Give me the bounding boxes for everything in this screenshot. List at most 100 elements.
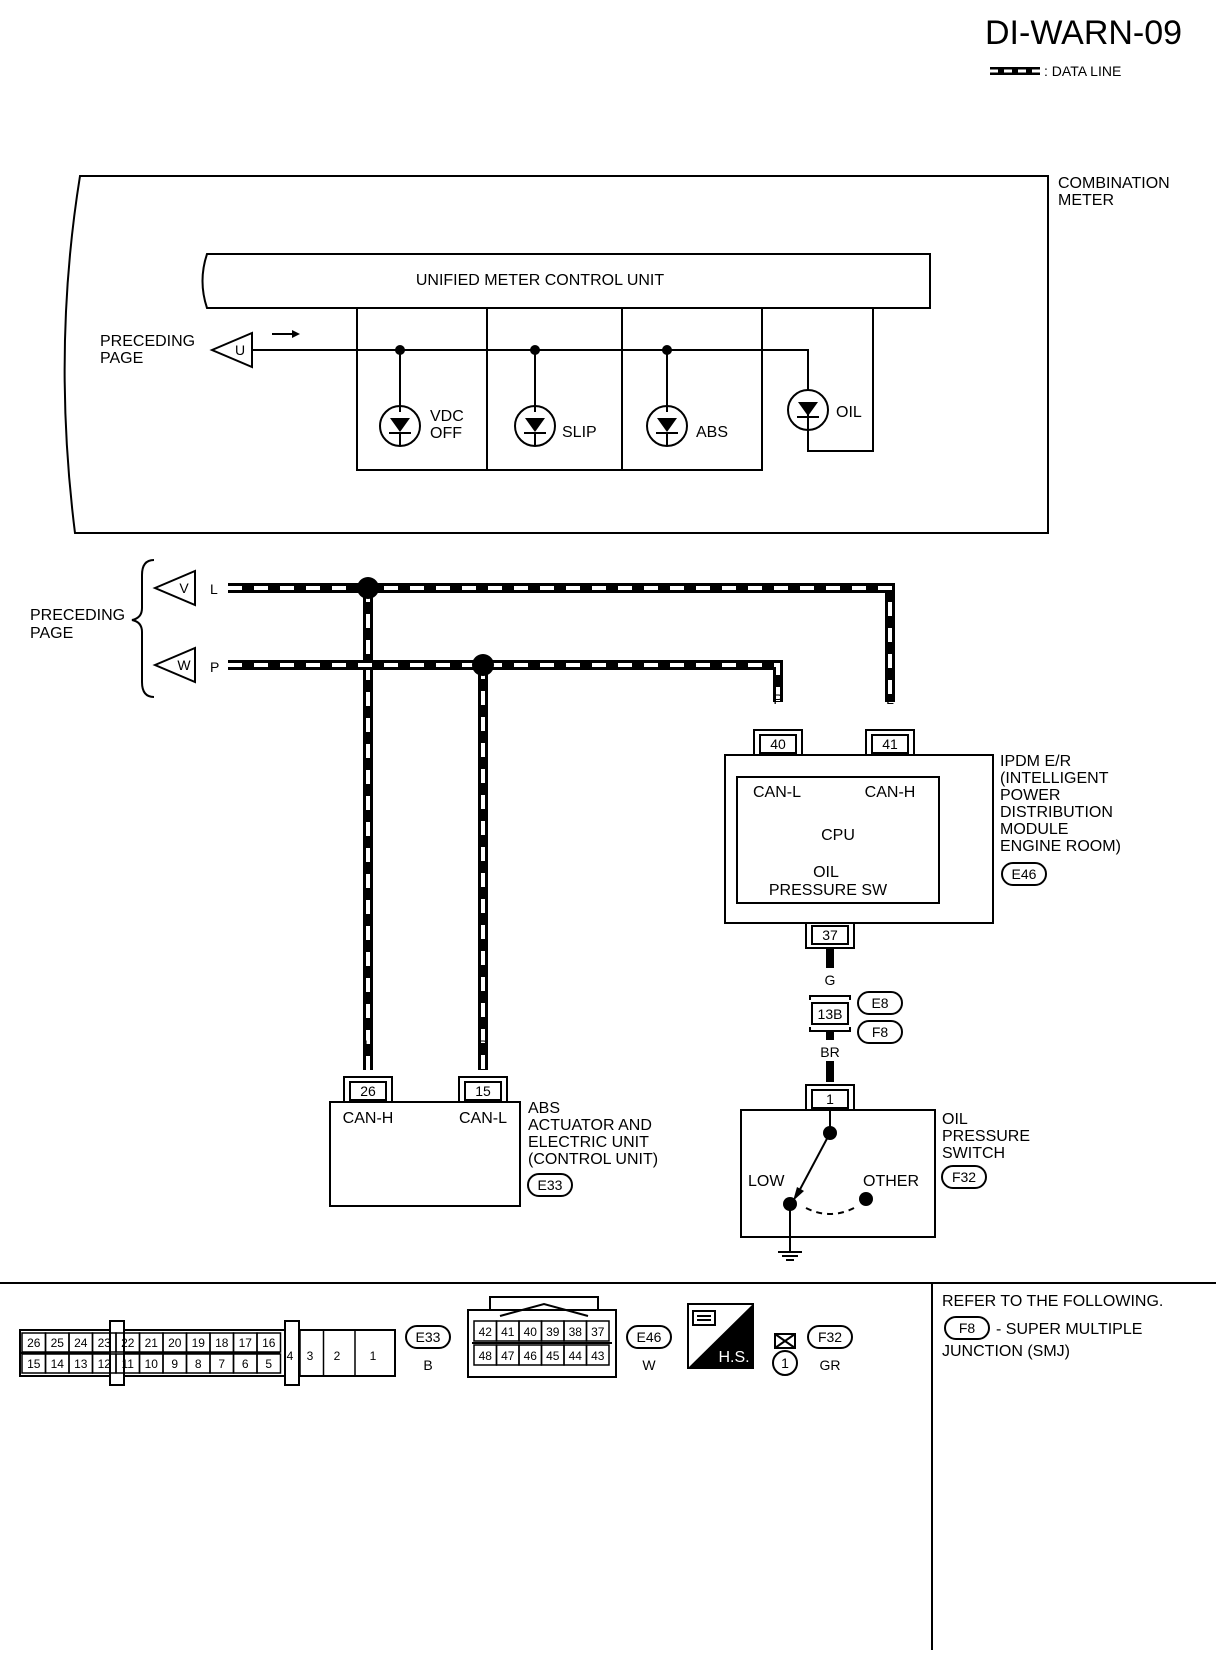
ipdm-pin-40-connector [753, 729, 803, 755]
vdc-off-lamp-icon [379, 405, 421, 447]
combination-meter-outline [63, 175, 1049, 534]
abs-wire-p-label: P [478, 1037, 487, 1053]
e33-pin-11: 11 [122, 1357, 135, 1371]
e33-pin-12: 12 [98, 1357, 112, 1371]
e33-pin-7: 7 [218, 1357, 225, 1371]
f32-pin: 1 [781, 1355, 789, 1371]
ipdm-connector-badge [1001, 862, 1047, 886]
oil-switch-pin-connector [805, 1084, 855, 1110]
junction-e8-label: E8 [871, 995, 888, 1011]
e33-name: E33 [416, 1329, 441, 1345]
svg-text:ELECTRIC UNIT: ELECTRIC UNIT [528, 1134, 649, 1151]
e33-pin-6: 6 [242, 1357, 249, 1371]
refer-connector-badge [944, 1316, 990, 1340]
oil-lamp-icon [787, 389, 829, 431]
f32-color: GR [820, 1357, 841, 1373]
junction-e8-badge [857, 991, 903, 1015]
svg-text:ACTUATOR AND: ACTUATOR AND [528, 1117, 652, 1134]
e33-pin-2: 2 [334, 1349, 341, 1363]
e33-pin-5: 5 [265, 1357, 272, 1371]
svg-text:(INTELLIGENT: (INTELLIGENT [1000, 770, 1109, 787]
oil-switch-connector-badge [941, 1165, 987, 1189]
oil-switch-connector-label: F32 [952, 1169, 976, 1185]
svg-text:ABS: ABS [528, 1100, 560, 1117]
can-wire-p-label: P [210, 659, 219, 675]
abs-connector-badge [527, 1173, 573, 1197]
ipdm-oil-label-2: PRESSURE SW [769, 882, 888, 899]
e46-pin-44: 44 [569, 1349, 583, 1363]
f32-name: F32 [818, 1329, 842, 1345]
ipdm-wire-l-label: L [886, 691, 894, 707]
svg-text:PRESSURE: PRESSURE [942, 1128, 1030, 1145]
can-wire-l-label: L [210, 581, 218, 597]
f32-connector-face [772, 1333, 798, 1376]
e46-pin-38: 38 [569, 1325, 583, 1339]
ipdm-oil-label-1: OIL [813, 864, 839, 881]
e33-pin-21: 21 [145, 1336, 159, 1350]
abs-can-h: CAN-H [343, 1110, 394, 1127]
e33-pin-8: 8 [195, 1357, 202, 1371]
ipdm-cpu-box [736, 776, 940, 904]
e33-color: B [423, 1357, 432, 1373]
f32-badge [807, 1325, 853, 1349]
refer-line-3: JUNCTION (SMJ) [942, 1343, 1070, 1360]
e46-name: E46 [637, 1329, 662, 1345]
ipdm-pin-41: 41 [882, 736, 898, 752]
e46-pin-cell [585, 1344, 610, 1366]
vdc-off-label-2: OFF [430, 425, 462, 442]
svg-text:DISTRIBUTION: DISTRIBUTION [1000, 804, 1113, 821]
connector-v-flag [152, 569, 196, 607]
e33-pin-14: 14 [51, 1357, 65, 1371]
e33-pin-15: 15 [27, 1357, 41, 1371]
oil-label: OIL [836, 404, 862, 421]
oil-switch-pin: 1 [826, 1091, 834, 1107]
e46-pin-37: 37 [591, 1325, 605, 1339]
svg-text:ENGINE ROOM): ENGINE ROOM) [1000, 838, 1121, 855]
e33-pin-23: 23 [98, 1336, 112, 1350]
meter-preceding-label-2: PAGE [100, 350, 143, 367]
e46-pin-45: 45 [546, 1349, 560, 1363]
e33-pin-4: 4 [287, 1349, 294, 1363]
abs-pin-15-connector [458, 1076, 508, 1102]
e46-pin-42: 42 [479, 1325, 493, 1339]
junction-13b-connector [809, 995, 851, 1032]
connector-u-label: U [235, 342, 245, 358]
e33-pin-25: 25 [51, 1336, 65, 1350]
lamp-housing-vdc [356, 308, 488, 471]
harness-side-icon [687, 1303, 754, 1369]
ipdm-outer-box [724, 754, 994, 924]
unified-meter-control-unit-label: UNIFIED METER CONTROL UNIT [416, 272, 665, 289]
slip-lamp-icon [514, 405, 556, 447]
harness-side-label: H.S. [718, 1349, 749, 1366]
can-l-splice [357, 577, 379, 599]
e33-pin-24: 24 [74, 1336, 88, 1350]
connector-w-flag [152, 646, 196, 684]
unified-meter-control-unit-box [201, 253, 931, 309]
svg-text:POWER: POWER [1000, 787, 1060, 804]
e46-pin-48: 48 [479, 1349, 493, 1363]
e33-pin-9: 9 [171, 1357, 178, 1371]
e33-pin-1: 1 [370, 1349, 377, 1363]
e46-pin-39: 39 [546, 1325, 560, 1339]
e33-pin-13: 13 [74, 1357, 88, 1371]
e33-pin-17: 17 [239, 1336, 253, 1350]
e33-pin-19: 19 [192, 1336, 206, 1350]
e46-connector-face [467, 1296, 617, 1378]
ipdm-connector-label: E46 [1012, 866, 1037, 882]
svg-text:OIL: OIL [942, 1111, 968, 1128]
e33-pin-cell [256, 1332, 282, 1353]
combination-meter-label-2: METER [1058, 192, 1114, 209]
signal-direction-arrow [272, 330, 300, 338]
lamp-housing-oil [807, 308, 874, 452]
meter-signal-wire [252, 349, 809, 390]
junction-f8-badge [857, 1020, 903, 1044]
e33-badge [405, 1325, 451, 1349]
vdc-off-label-1: VDC [430, 408, 464, 425]
ipdm-cpu: CPU [821, 827, 855, 844]
abs-unit-box [329, 1101, 521, 1207]
lamp-housing-abs [621, 308, 763, 471]
oil-switch-box [740, 1109, 936, 1238]
